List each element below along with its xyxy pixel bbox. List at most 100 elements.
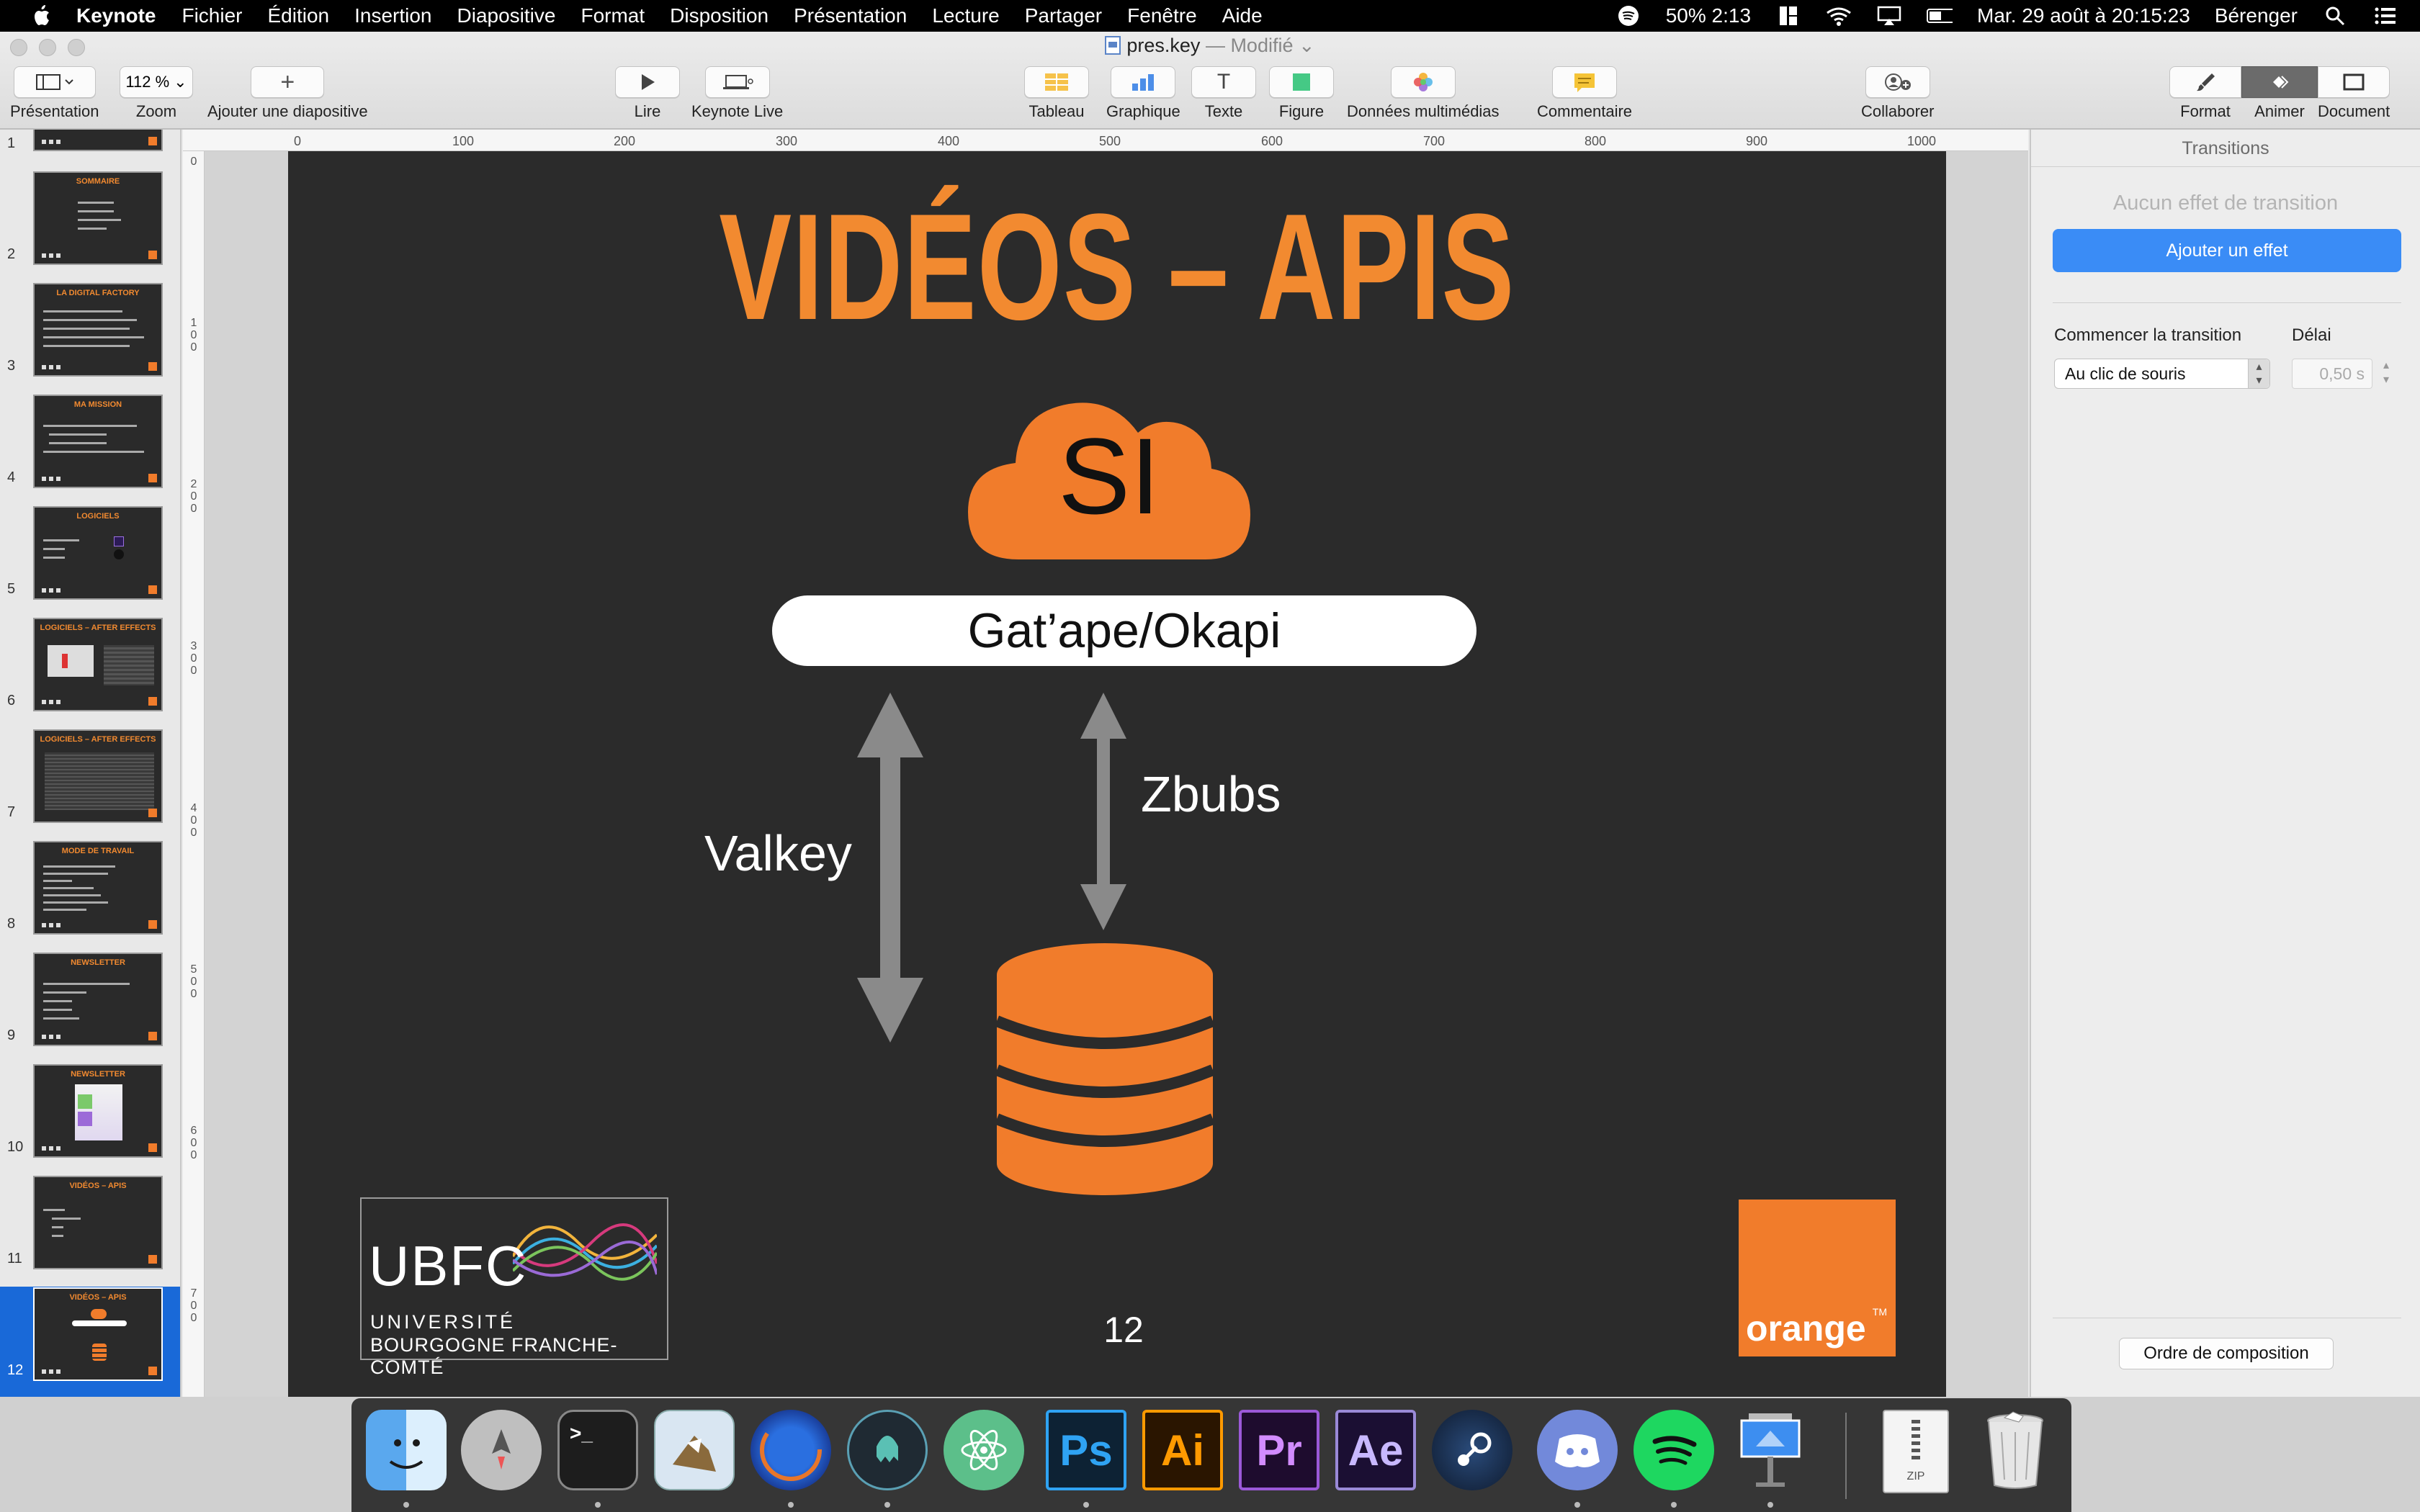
slide-preview[interactable]: NEWSLETTER <box>33 1064 163 1158</box>
slide-preview[interactable]: LOGICIELS – AFTER EFFECTS <box>33 729 163 823</box>
build-order-button[interactable]: Ordre de composition <box>2119 1338 2334 1369</box>
presentation-view-control[interactable]: Présentation <box>10 66 99 121</box>
vertical-ruler[interactable]: 0 100 200 300 400 500 600 700 <box>183 151 205 1397</box>
play-button[interactable] <box>615 66 680 98</box>
apple-menu-icon[interactable] <box>27 4 56 27</box>
window-tiling-icon[interactable] <box>1775 5 1801 27</box>
cloud-icon[interactable] <box>968 391 1250 559</box>
menu-app-name[interactable]: Keynote <box>76 4 156 27</box>
finder-icon[interactable] <box>366 1410 447 1490</box>
discord-icon[interactable] <box>1537 1410 1618 1490</box>
horizontal-ruler[interactable]: 0 100 200 300 400 500 600 700 800 900 10… <box>183 130 2028 151</box>
play-control[interactable]: Lire <box>615 66 680 121</box>
spotlight-search-icon[interactable] <box>2322 5 2348 27</box>
zbubs-label[interactable]: Zbubs <box>1141 766 1281 822</box>
menu-lecture[interactable]: Lecture <box>932 4 1000 27</box>
menu-diapositive[interactable]: Diapositive <box>457 4 556 27</box>
zip-file-icon[interactable]: ZIP <box>1883 1410 1949 1493</box>
premiere-icon[interactable]: Pr <box>1239 1410 1319 1490</box>
delay-input[interactable]: 0,50 s <box>2292 359 2372 389</box>
add-slide-button[interactable]: + <box>251 66 325 98</box>
comment-button[interactable] <box>1552 66 1618 98</box>
bidirectional-arrow-left-icon[interactable] <box>857 693 923 1043</box>
slide-preview[interactable]: VIDÉOS – APIS <box>33 1176 163 1269</box>
text-control[interactable]: T Texte <box>1191 66 1256 121</box>
slide-preview[interactable]: LOGICIELS <box>33 506 163 600</box>
text-button[interactable]: T <box>1191 66 1256 98</box>
current-slide[interactable]: VIDÉOS – APIS SI Gat’ape/Okapi Valkey Zb… <box>288 151 1946 1397</box>
menu-format[interactable]: Format <box>581 4 645 27</box>
add-slide-control[interactable]: + Ajouter une diapositive <box>207 66 368 121</box>
slide-title[interactable]: VIDÉOS – APIS <box>719 182 1515 351</box>
photoshop-icon[interactable]: Ps <box>1046 1410 1126 1490</box>
menu-disposition[interactable]: Disposition <box>670 4 769 27</box>
slide-preview[interactable] <box>33 130 163 151</box>
add-effect-button[interactable]: Ajouter un effet <box>2053 229 2401 272</box>
shape-control[interactable]: Figure <box>1269 66 1334 121</box>
launchpad-icon[interactable] <box>461 1410 542 1490</box>
table-control[interactable]: Tableau <box>1024 66 1089 121</box>
clock[interactable]: Mar. 29 août à 20:15:23 <box>1977 4 2190 27</box>
document-title[interactable]: pres.key — Modifié ⌄ <box>0 35 2420 57</box>
after-effects-icon[interactable]: Ae <box>1335 1410 1416 1490</box>
document-tab-button[interactable] <box>2318 66 2390 98</box>
slide-preview[interactable]: SOMMAIRE <box>33 171 163 265</box>
view-button[interactable] <box>13 66 96 98</box>
menu-presentation[interactable]: Présentation <box>794 4 908 27</box>
chart-button[interactable] <box>1111 66 1176 98</box>
gitkraken-icon[interactable] <box>847 1410 928 1490</box>
gateway-pill[interactable]: Gat’ape/Okapi <box>772 595 1476 666</box>
comment-control[interactable]: Commentaire <box>1537 66 1632 121</box>
valkey-label[interactable]: Valkey <box>704 825 852 881</box>
close-window-button[interactable] <box>10 39 27 56</box>
start-transition-select[interactable]: Au clic de souris ▴▾ <box>2054 359 2270 389</box>
transitions-header[interactable]: Transitions <box>2031 130 2420 167</box>
battery-icon[interactable] <box>1927 5 1953 27</box>
slide-preview[interactable]: NEWSLETTER <box>33 953 163 1046</box>
media-button[interactable] <box>1390 66 1456 98</box>
atom-icon[interactable] <box>944 1410 1024 1490</box>
user-name[interactable]: Bérenger <box>2214 4 2298 27</box>
steam-icon[interactable] <box>1432 1410 1512 1490</box>
keynote-live-button[interactable] <box>704 66 770 98</box>
menu-fichier[interactable]: Fichier <box>182 4 243 27</box>
slide-canvas[interactable]: VIDÉOS – APIS SI Gat’ape/Okapi Valkey Zb… <box>205 151 2028 1397</box>
menu-partager[interactable]: Partager <box>1024 4 1103 27</box>
slide-preview[interactable]: MA MISSION <box>33 395 163 488</box>
trash-icon[interactable] <box>1975 1410 2056 1490</box>
notification-center-icon[interactable] <box>2372 5 2398 27</box>
spotify-icon[interactable] <box>1634 1410 1714 1490</box>
zoom-window-button[interactable] <box>68 39 85 56</box>
firefox-icon[interactable] <box>750 1410 831 1490</box>
slide-page-number[interactable]: 12 <box>1103 1310 1144 1350</box>
shape-button[interactable] <box>1269 66 1334 98</box>
table-button[interactable] <box>1024 66 1089 98</box>
illustrator-icon[interactable]: Ai <box>1142 1410 1223 1490</box>
wifi-icon[interactable] <box>1826 5 1852 27</box>
terminal-icon[interactable]: >_ <box>557 1410 638 1490</box>
title-chevron-icon[interactable]: ⌄ <box>1299 35 1315 56</box>
menu-insertion[interactable]: Insertion <box>354 4 432 27</box>
slide-preview[interactable]: LA DIGITAL FACTORY <box>33 283 163 377</box>
slide-navigator[interactable]: 1 2 SOMMAIRE 3 LA DIGITAL FACTORY 4 MA M… <box>0 130 182 1397</box>
bidirectional-arrow-right-icon[interactable] <box>1080 693 1126 930</box>
inspector-tabs[interactable]: Format Animer Document <box>2169 66 2390 121</box>
slide-preview[interactable]: LOGICIELS – AFTER EFFECTS <box>33 618 163 711</box>
format-tab-button[interactable] <box>2169 66 2241 98</box>
menu-fenetre[interactable]: Fenêtre <box>1127 4 1197 27</box>
media-control[interactable]: Données multimédias <box>1347 66 1500 121</box>
keynote-icon[interactable] <box>1730 1410 1811 1490</box>
chart-control[interactable]: Graphique <box>1106 66 1180 121</box>
battery-percentage[interactable]: 50% 2:13 <box>1665 4 1752 27</box>
keynote-live-control[interactable]: Keynote Live <box>691 66 783 121</box>
delay-stepper[interactable]: ▴▾ <box>2383 359 2390 386</box>
database-icon[interactable] <box>997 943 1213 1195</box>
slide-preview[interactable]: MODE DE TRAVAIL <box>33 841 163 935</box>
animate-tab-button[interactable] <box>2241 66 2318 98</box>
spotify-status-icon[interactable] <box>1615 5 1641 27</box>
collaborate-button[interactable] <box>1865 66 1930 98</box>
slide-preview[interactable]: VIDÉOS – APIS <box>33 1287 163 1381</box>
minimize-window-button[interactable] <box>39 39 56 56</box>
mail-icon[interactable] <box>654 1410 735 1490</box>
ubfc-logo[interactable]: UBFC UNIVERSITÉ BOURGOGNE FRANCHE-COMTÉ <box>360 1197 668 1378</box>
